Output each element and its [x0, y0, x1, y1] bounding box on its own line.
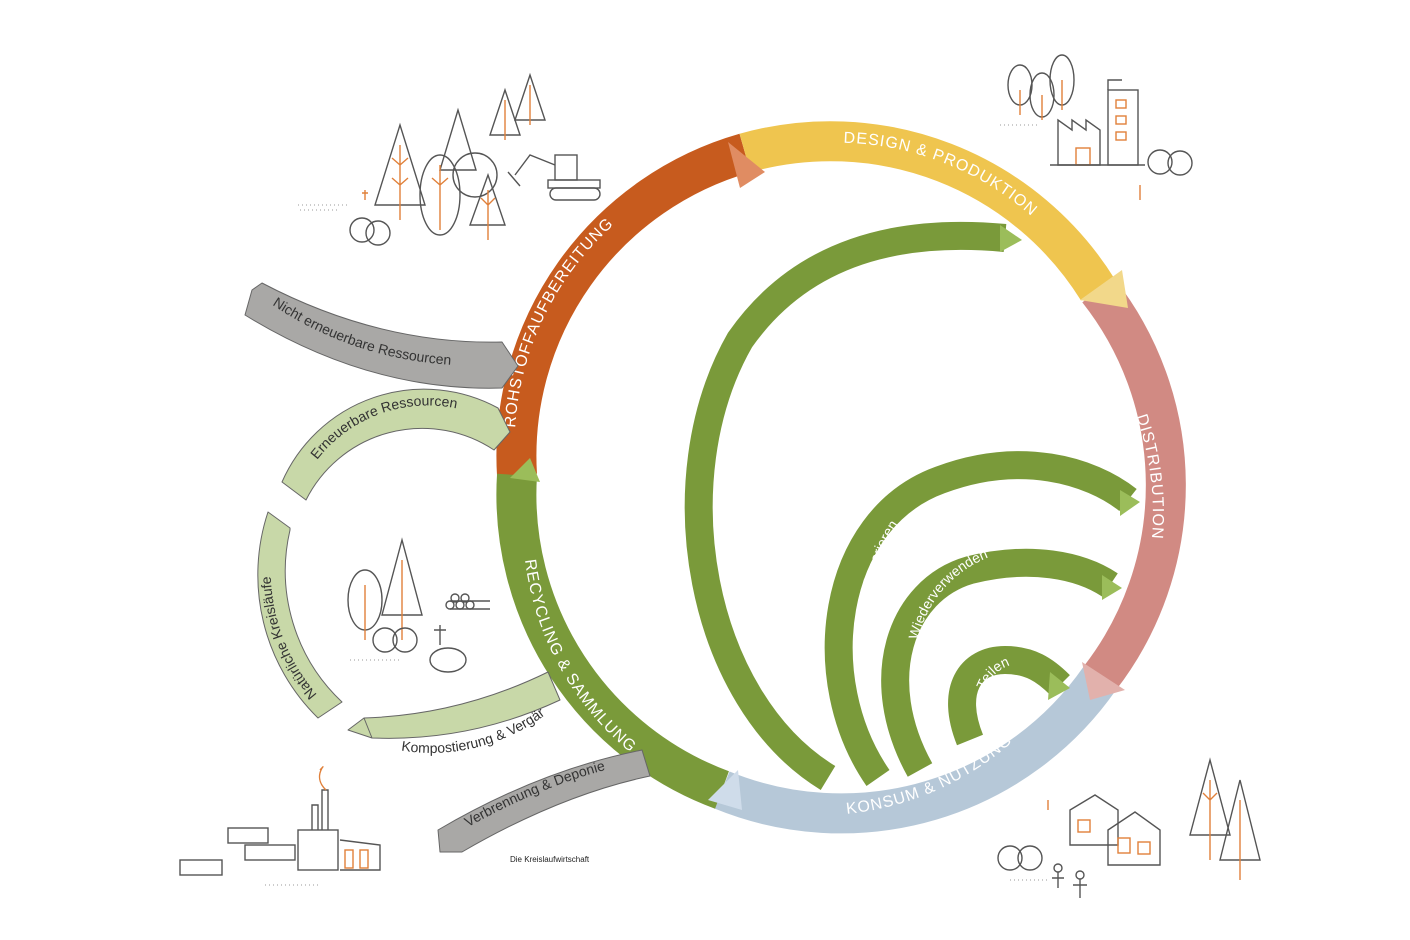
arrow-reparieren — [1120, 490, 1140, 516]
ring-segment-design — [739, 121, 1115, 301]
incineration-plant-illustration — [179, 766, 381, 886]
ring-arrowheads — [510, 142, 1128, 810]
ring-segment-konsum — [714, 666, 1117, 834]
arrow-erneuerbare — [281, 388, 511, 501]
arrow-recycling-to-rohstoff — [510, 458, 540, 482]
arrow-nicht-erneuerbare — [244, 282, 519, 389]
inner-loop-arrowheads — [1000, 225, 1140, 700]
arrow-rohstoff-to-design — [728, 142, 765, 188]
side-arrows — [244, 282, 651, 853]
arrow-natuerliche — [257, 511, 343, 719]
ring-segment-distribution — [1082, 277, 1186, 691]
loop-teilen — [948, 645, 1070, 746]
loop-wiederaufbereiten — [684, 221, 1007, 790]
factory-illustration — [1000, 54, 1193, 200]
arrow-design-to-distribution — [1080, 270, 1128, 308]
ring-segment-recycling — [496, 473, 730, 809]
ring-segment-rohstoff — [496, 133, 751, 477]
arrow-wiederverwenden — [1102, 575, 1122, 600]
arrow-teilen — [1048, 672, 1070, 700]
loop-wiederverwenden — [881, 548, 1118, 777]
arrow-distribution-to-konsum — [1082, 662, 1125, 700]
arrow-wiederaufbereiten — [1000, 225, 1022, 252]
inner-loops — [684, 221, 1137, 790]
forest-excavator-illustration — [298, 72, 601, 246]
houses-illustration — [997, 757, 1261, 898]
caption: Die Kreislaufwirtschaft — [510, 855, 590, 864]
arrow-verbrennung — [437, 749, 651, 853]
arrow-kompostierung — [347, 671, 561, 739]
loop-reparieren — [824, 451, 1137, 786]
arrow-konsum-to-recycling — [708, 770, 742, 810]
outer-ring — [496, 121, 1186, 834]
nature-illustration — [347, 537, 490, 673]
